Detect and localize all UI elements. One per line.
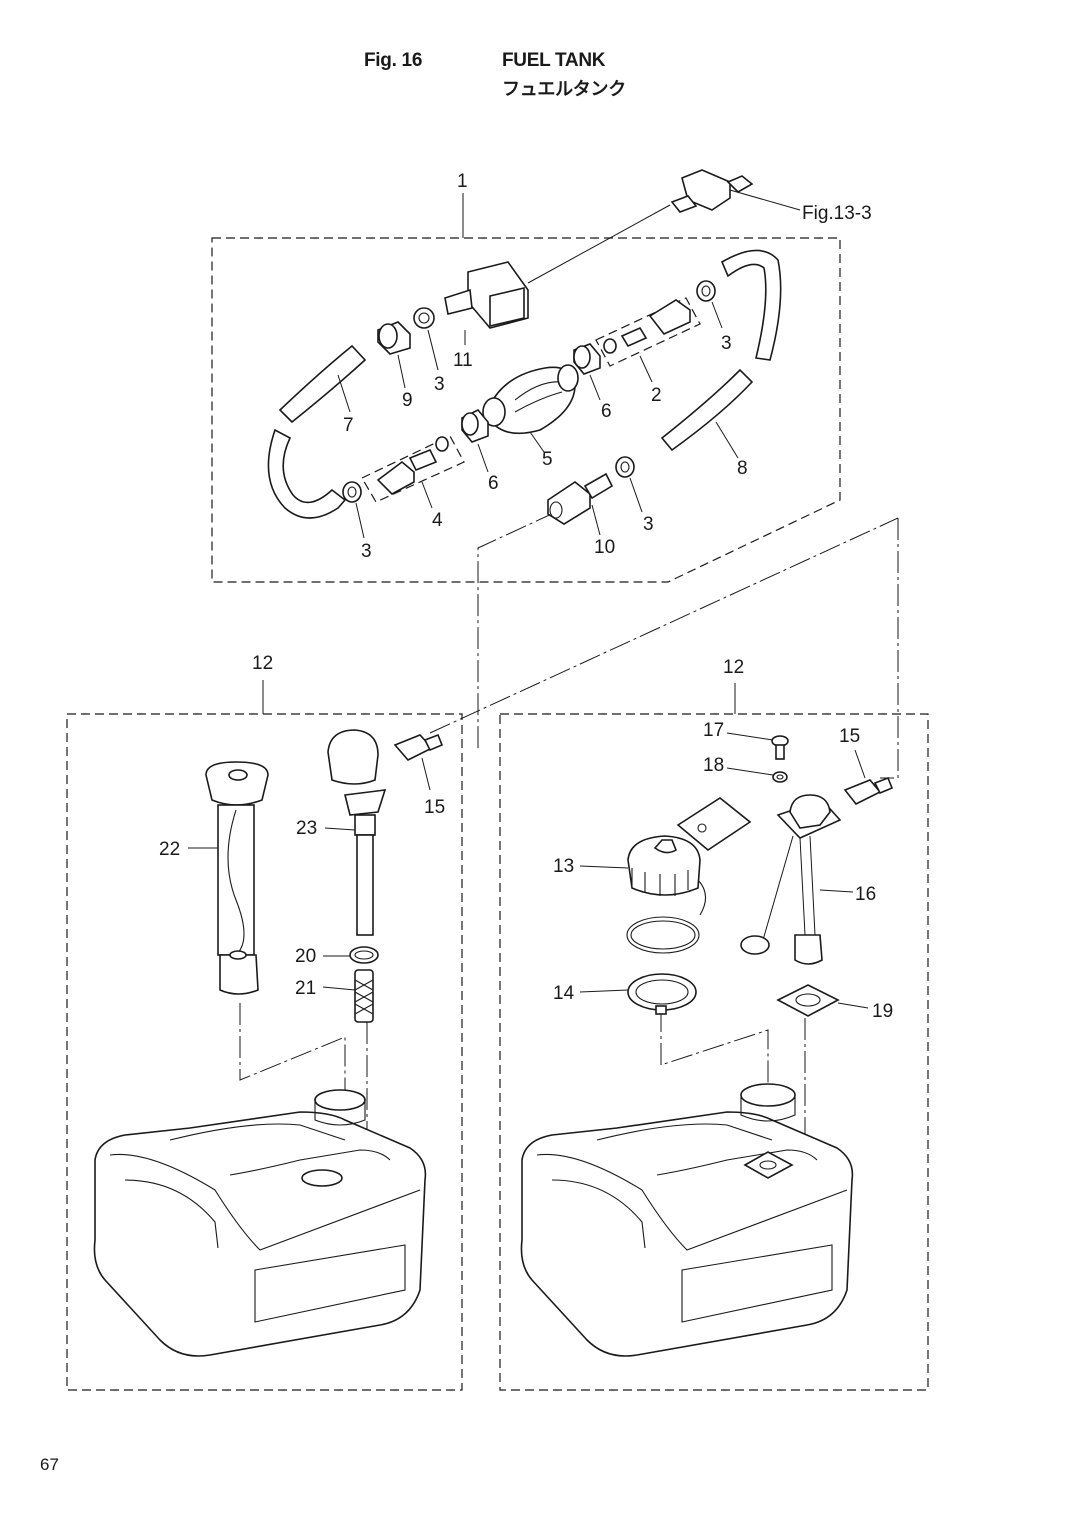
callout-3-c: 3 [643, 514, 654, 535]
part-22-fuel-gauge [188, 761, 269, 995]
part-17-screw [726, 732, 789, 760]
callout-3-b: 3 [721, 333, 732, 354]
callout-16: 16 [855, 884, 876, 905]
callout-5: 5 [542, 449, 553, 470]
hose-assembly-group-box [211, 237, 841, 583]
part-18-washer [726, 767, 788, 783]
part-14-retaining-ring [579, 973, 697, 1015]
connector-line-left-15-to-right-15 [429, 517, 899, 734]
figure-title: FUEL TANK [502, 50, 606, 71]
callout-18: 18 [703, 755, 724, 776]
part-20-o-ring [323, 946, 379, 964]
callout-12-b: 12 [723, 657, 744, 678]
instruction-label [676, 797, 752, 851]
part-15-hose-nipple-left [393, 733, 444, 791]
part-3-clip-bottom-right [615, 456, 643, 513]
callout-15-b: 15 [424, 797, 445, 818]
callout-13: 13 [553, 856, 574, 877]
part-8-fuel-hose [660, 249, 782, 459]
callout-10: 10 [594, 537, 615, 558]
part-6-check-valve-right [573, 343, 601, 401]
callout-4: 4 [432, 510, 443, 531]
callout-19: 19 [872, 1001, 893, 1022]
part-3-clip-bottom-left [342, 481, 365, 539]
callout-17: 17 [703, 720, 724, 741]
callout-20: 20 [295, 946, 316, 967]
callout-2: 2 [651, 385, 662, 406]
figure-subtitle: フュエルタンク [502, 79, 626, 100]
left-tank-group-box [66, 713, 463, 1391]
right-tank-group-box [499, 713, 929, 1391]
part-3-clip-top-left [413, 307, 439, 371]
callout-11: 11 [453, 350, 473, 371]
part-19-gasket [776, 984, 869, 1017]
part-2-coupler-set [595, 297, 701, 383]
page-number: 67 [40, 1455, 59, 1474]
part-21-strainer [322, 969, 374, 1023]
cross-reference-label: Fig.13-3 [802, 203, 872, 224]
figure-number: Fig. 16 [364, 50, 423, 71]
part-7-fuel-hose [267, 344, 367, 519]
right-fuel-tank [520, 1083, 854, 1357]
connector-line-gauge-to-neck [239, 1003, 346, 1090]
callout-22: 22 [159, 839, 180, 860]
part-16-fuel-sender [740, 794, 854, 965]
callout-6-b: 6 [488, 473, 499, 494]
callout-14: 14 [553, 983, 575, 1004]
callout-23: 23 [296, 818, 317, 839]
part-5-primer-bulb [482, 364, 579, 453]
connector-line-ring-to-neck [660, 1010, 769, 1090]
callout-8: 8 [737, 458, 748, 479]
part-4-coupler-set [361, 435, 465, 509]
connector-line-right-15-vertical [880, 518, 899, 779]
part-11-connector [444, 261, 529, 345]
part-13-filler-cap [579, 835, 707, 954]
left-fuel-tank [93, 1089, 427, 1357]
part-9-sleeve [377, 321, 411, 389]
callout-3-a: 3 [434, 374, 445, 395]
callout-7: 7 [343, 415, 354, 436]
part-23-pickup-tube [324, 729, 387, 936]
connector-line-10-to-left-tank [477, 511, 557, 752]
part-10-hose-fitting [547, 472, 614, 536]
callout-3-d: 3 [361, 541, 372, 562]
part-3-clip-top-right [696, 280, 723, 329]
callout-6-a: 6 [601, 401, 612, 422]
callout-12-a: 12 [252, 653, 273, 674]
callout-9: 9 [402, 390, 413, 411]
callout-1: 1 [457, 171, 468, 192]
part-6-check-valve-left [461, 409, 489, 473]
callout-21: 21 [295, 978, 316, 999]
callout-15-a: 15 [839, 726, 860, 747]
engine-fuel-connector-ref [527, 169, 754, 284]
part-15-hose-nipple-right [843, 749, 894, 806]
